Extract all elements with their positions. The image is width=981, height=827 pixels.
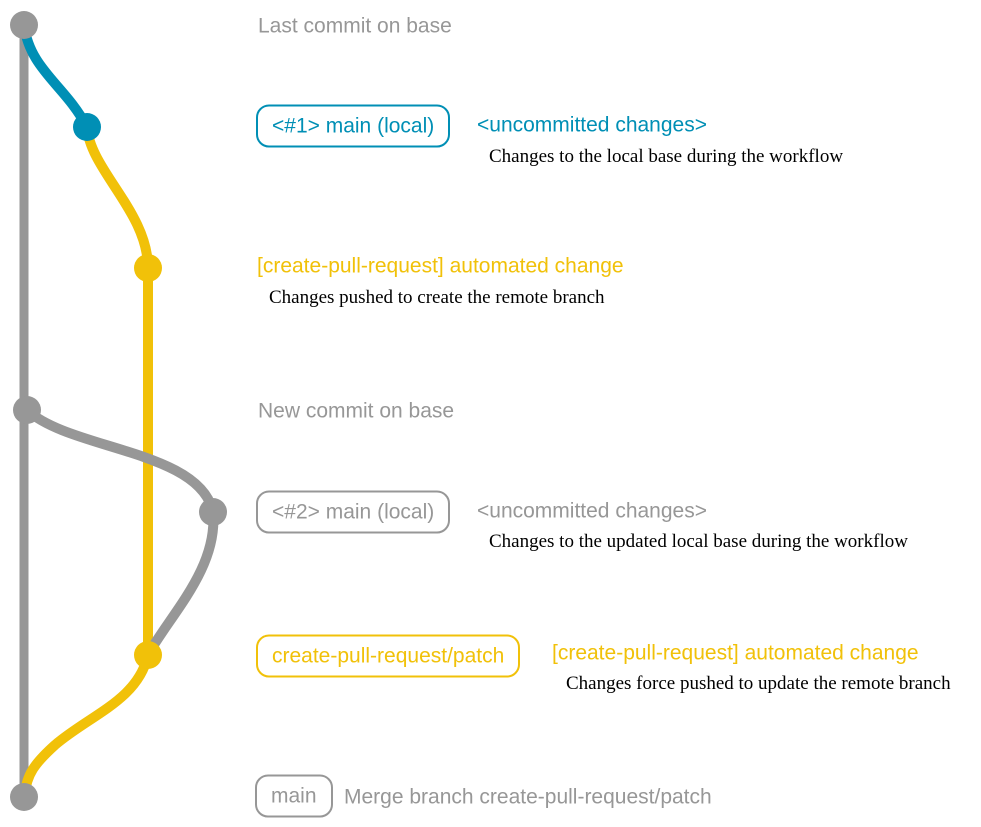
- heading-automated-change-1: [create-pull-request] automated change: [257, 254, 624, 278]
- commit-node-pr-1: [134, 254, 162, 282]
- commit-node-local-1: [73, 113, 101, 141]
- caption-uncommitted-1: Changes to the local base during the wor…: [489, 146, 844, 167]
- commit-node-new-base: [13, 396, 41, 424]
- commit-node-merge: [10, 783, 38, 811]
- local-branch-path: [19, 20, 92, 132]
- commit-node-local-2: [199, 498, 227, 526]
- caption-automated-change-2: Changes force pushed to update the remot…: [566, 673, 951, 694]
- heading-uncommitted-2: <uncommitted changes>: [477, 499, 707, 523]
- rebase-curve: [147, 507, 219, 653]
- heading-automated-change-2: [create-pull-request] automated change: [552, 641, 919, 665]
- pr-branch-path: [20, 122, 153, 800]
- caption-uncommitted-2: Changes to the updated local base during…: [489, 531, 908, 552]
- heading-uncommitted-1: <uncommitted changes>: [477, 113, 707, 137]
- branch-tag-main-local-1: <#1> main (local): [256, 104, 451, 148]
- branch-tag-pr-patch: create-pull-request/patch: [256, 634, 521, 678]
- base-update-curve: [22, 405, 218, 517]
- caption-automated-change-1: Changes pushed to create the remote bran…: [269, 287, 605, 308]
- git-graph: [10, 11, 227, 811]
- commit-node-last-base: [10, 11, 38, 39]
- commit-node-pr-2: [134, 641, 162, 669]
- branch-tag-main: main: [255, 774, 333, 818]
- label-last-commit: Last commit on base: [258, 14, 452, 38]
- branch-tag-main-local-2: <#2> main (local): [256, 490, 451, 534]
- label-new-commit: New commit on base: [258, 399, 455, 423]
- label-merge-message: Merge branch create-pull-request/patch: [344, 785, 712, 809]
